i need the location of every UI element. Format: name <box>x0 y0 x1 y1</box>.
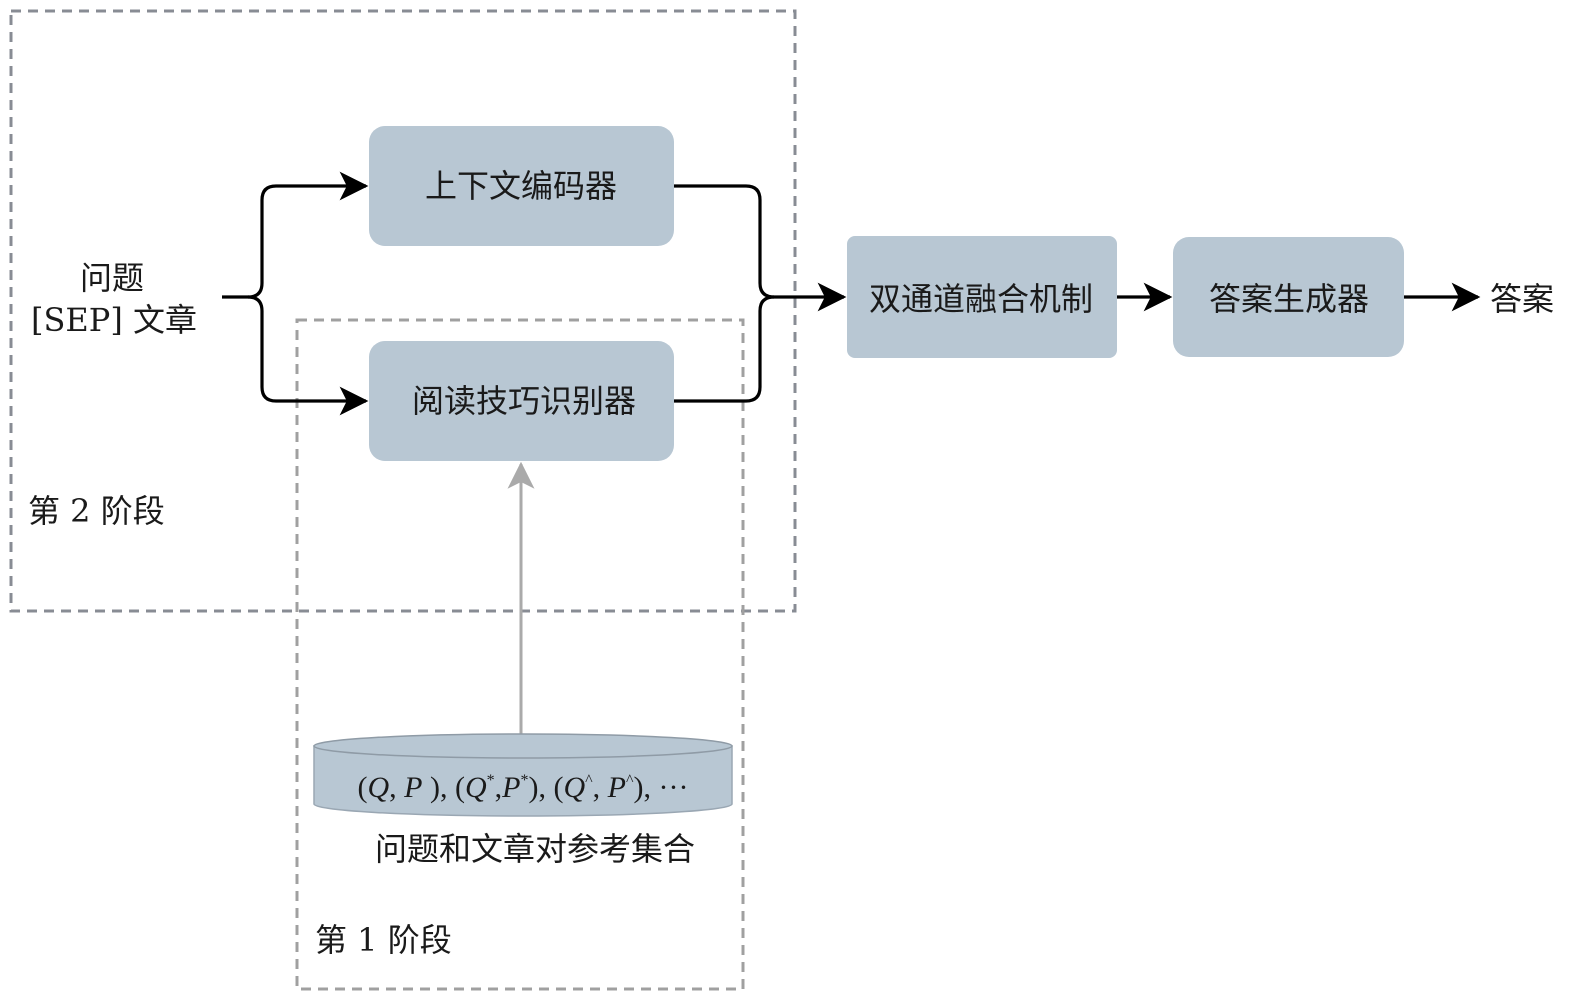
skill-recognizer-box <box>369 341 674 461</box>
reference-pairs-formula: (Q, P ), (Q*,P*), (Q^, P^), ··· <box>357 771 688 804</box>
input-sep-article-label: [SEP] 文章 <box>31 301 197 339</box>
input-to-recognizer-arrow <box>247 295 369 416</box>
encoder-to-fusion-line <box>674 184 775 299</box>
fusion-label: 双通道融合机制 <box>869 280 1093 318</box>
recognizer-to-fusion-line <box>674 295 775 403</box>
stage2-region <box>9 9 797 613</box>
stage1-region <box>295 318 745 991</box>
fusion-box <box>847 236 1117 358</box>
input-to-encoder-arrow <box>222 171 369 299</box>
skill-recognizer-label: 阅读技巧识别器 <box>412 382 636 420</box>
answer-output-label: 答案 <box>1490 280 1554 318</box>
context-encoder-box <box>369 126 674 246</box>
context-encoder-label: 上下文编码器 <box>425 167 617 205</box>
reference-set-cylinder <box>313 733 733 817</box>
stage1-label: 第 1 阶段 <box>315 921 452 959</box>
answer-generator-box <box>1173 237 1404 357</box>
answer-generator-label: 答案生成器 <box>1209 280 1369 318</box>
input-question-label: 问题 <box>80 259 144 297</box>
stage2-label: 第 2 阶段 <box>28 492 165 530</box>
reference-set-caption: 问题和文章对参考集合 <box>375 830 695 868</box>
